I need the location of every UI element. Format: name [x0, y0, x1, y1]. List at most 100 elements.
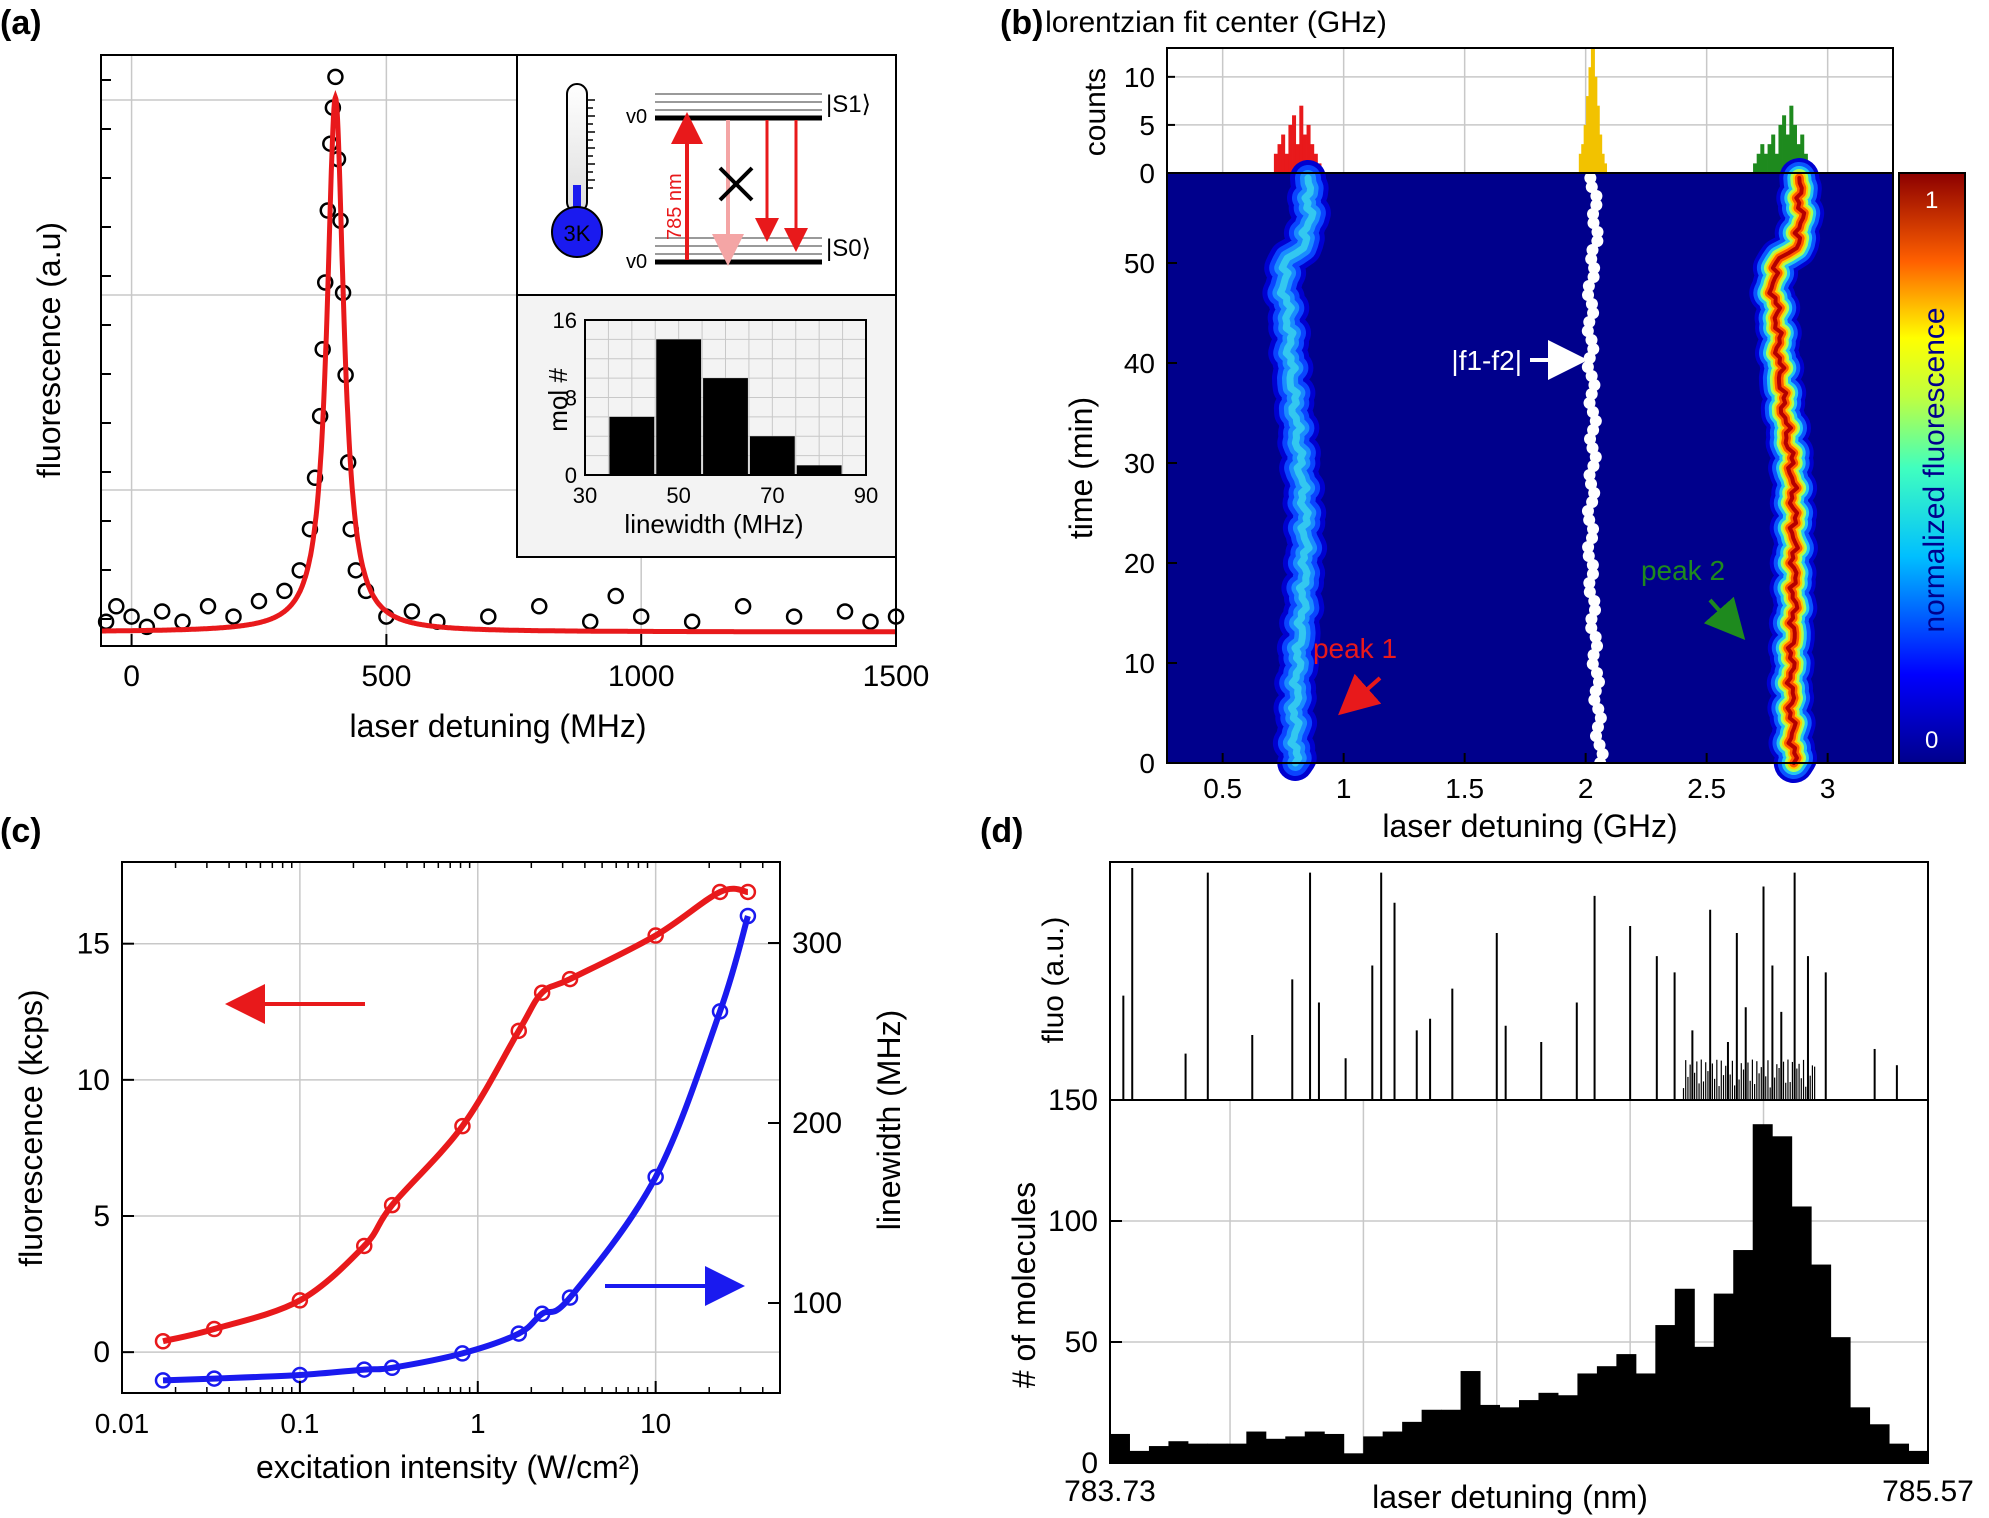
difference-point [1585, 388, 1598, 400]
y-tick-label: 50 [1124, 248, 1155, 279]
data-point-left [383, 1196, 401, 1214]
count-bar [1284, 153, 1289, 173]
panel-b-heatmap-traces [1262, 158, 1825, 783]
count-bar [1583, 124, 1588, 173]
x-tick-label: 0.5 [1203, 773, 1242, 804]
difference-point [1588, 595, 1601, 607]
difference-point [1583, 397, 1596, 409]
panel-d-top-frame [1109, 861, 1929, 1101]
panel-label-d: (d) [980, 812, 1023, 850]
difference-point [1582, 550, 1595, 562]
difference-point [1586, 532, 1599, 544]
x-tick-label: 500 [361, 660, 411, 693]
x-tick-label: 1 [1336, 773, 1352, 804]
histogram-bar [1811, 1264, 1832, 1463]
panel-c-y-label-right: linewidth (MHz) [871, 1010, 907, 1230]
peak-1-annotation: peak 1 [1313, 633, 1397, 664]
histogram-bar [1655, 1325, 1676, 1463]
panel-a-x-label: laser detuning (MHz) [350, 708, 647, 744]
difference-point [1586, 568, 1599, 580]
histogram-bar [1850, 1407, 1871, 1463]
panel-b-x-label: laser detuning (GHz) [1382, 808, 1677, 844]
x-tick-label-left: 783.73 [1064, 1475, 1156, 1508]
data-point-right [711, 1003, 729, 1020]
difference-point [1585, 370, 1598, 382]
data-point [785, 608, 803, 625]
data-point [250, 592, 268, 610]
x-tick-label: 1000 [608, 660, 675, 693]
trace-peak-1 [1276, 174, 1317, 767]
data-point-left [205, 1320, 223, 1338]
histogram-bar [1304, 1431, 1325, 1463]
difference-point [1583, 316, 1596, 328]
thermometer-icon: 3K [551, 83, 603, 258]
y-tick-label: 10 [77, 1064, 110, 1097]
data-point [480, 608, 497, 625]
difference-point [1585, 622, 1598, 634]
thermometer-label: 3K [564, 221, 591, 246]
difference-point [1589, 631, 1602, 643]
count-bar [1767, 144, 1772, 173]
inset-x-tick-label: 90 [854, 483, 878, 508]
y-tick-label: 40 [1124, 348, 1155, 379]
data-point-right [561, 1289, 579, 1306]
panel-a-level-scheme-inset: 3K v0 v0 |S1⟩ |S0⟩ 785 nm [516, 54, 897, 296]
count-bar [1600, 153, 1605, 173]
peak-1-arrow [1338, 673, 1382, 716]
panel-d-x-label: laser detuning (nm) [1372, 1479, 1648, 1515]
difference-point [1589, 451, 1602, 463]
histogram-bar [1908, 1450, 1929, 1463]
count-bar [1778, 124, 1783, 173]
count-bar [1295, 144, 1300, 173]
histogram-bar [1733, 1250, 1754, 1463]
histogram-bar [1148, 1446, 1169, 1463]
data-point [403, 603, 421, 620]
data-point-right [454, 1345, 471, 1362]
y-tick-label: 15 [77, 928, 110, 961]
difference-point [1581, 505, 1594, 517]
histogram-bar [1674, 1288, 1695, 1463]
count-bar [1310, 144, 1315, 173]
data-point [862, 613, 879, 630]
histogram-bar [1187, 1443, 1208, 1463]
count-bar [1590, 48, 1595, 173]
histogram-bar [1830, 1337, 1851, 1463]
difference-point [1585, 253, 1598, 265]
difference-point [1585, 334, 1598, 346]
count-bar [1581, 144, 1586, 173]
colorbar-max-label: 1 [1925, 187, 1938, 214]
inset-x-tick-label: 30 [573, 483, 597, 508]
histogram-bar [1460, 1371, 1481, 1463]
histogram-bar [1246, 1431, 1267, 1463]
difference-point [1587, 343, 1600, 355]
panel-d-y-label: # of molecules [1006, 1182, 1042, 1388]
difference-point [1588, 379, 1601, 391]
s0-state-label: |S0⟩ [826, 235, 871, 262]
data-point [327, 68, 344, 86]
panel-c-y-label: fluorescence (kcps) [13, 989, 49, 1266]
hist-y-tick-label: 10 [1124, 62, 1155, 93]
histogram-bar [1110, 1433, 1130, 1463]
data-point-left [291, 1292, 309, 1309]
x-tick-label: 0.1 [280, 1408, 319, 1439]
data-point-right [739, 907, 757, 925]
count-bar [1288, 124, 1293, 173]
histogram-bar [1480, 1404, 1501, 1463]
difference-point [1596, 748, 1609, 760]
panel-b-heatmap-frame [1166, 172, 1894, 764]
data-point [123, 608, 140, 625]
data-point-left [739, 883, 757, 901]
y-tick-label: 5 [93, 1200, 110, 1233]
inset-x-tick-label: 70 [760, 483, 784, 508]
count-bar [1578, 153, 1583, 173]
hist-y-tick-label: 0 [1139, 158, 1155, 189]
data-point-left [711, 883, 729, 901]
data-point [174, 613, 191, 630]
count-bar [1588, 67, 1593, 173]
data-point [306, 469, 324, 487]
difference-point [1589, 730, 1602, 742]
difference-point [1592, 676, 1605, 688]
trace-peak-2 [1767, 176, 1807, 765]
